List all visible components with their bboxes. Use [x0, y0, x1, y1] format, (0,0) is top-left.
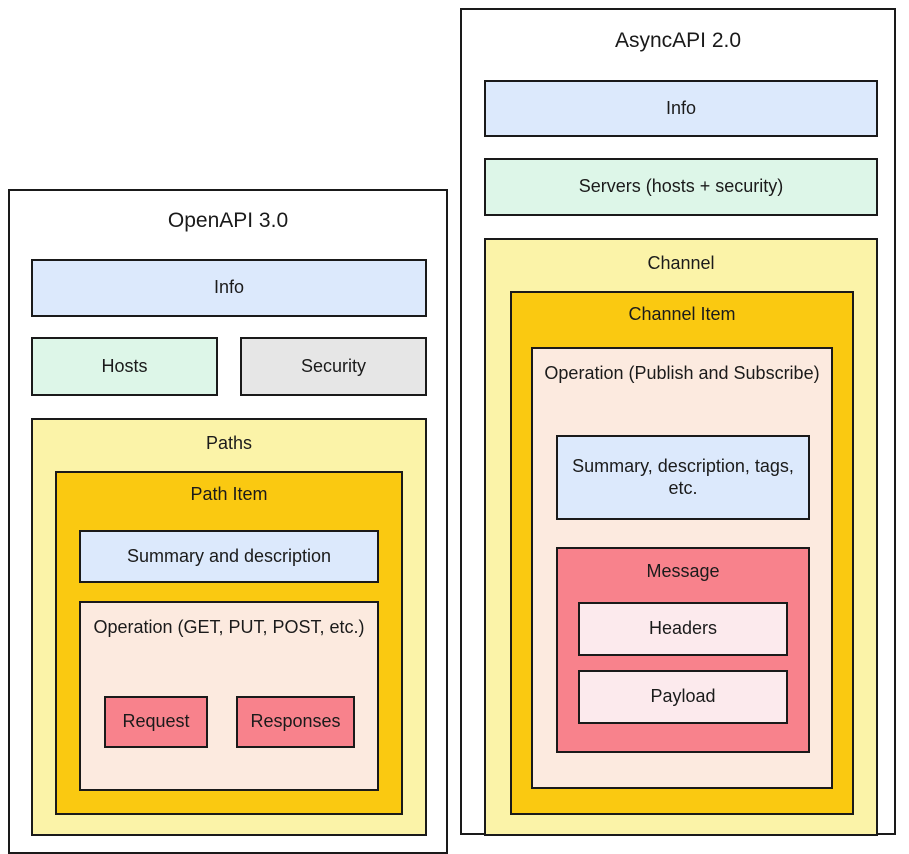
openapi-info-label: Info	[213, 277, 245, 298]
openapi-security-label: Security	[300, 355, 367, 376]
openapi-info-block: Info	[31, 259, 427, 317]
openapi-summary-block: Summary and description	[79, 530, 379, 583]
openapi-summary-label: Summary and description	[126, 545, 332, 566]
asyncapi-payload-label: Payload	[650, 686, 716, 707]
openapi-responses-label: Responses	[250, 711, 341, 732]
openapi-path-item-label: Path Item	[190, 484, 268, 504]
asyncapi-summary-block: Summary, description, tags, etc.	[556, 435, 810, 520]
asyncapi-info-block: Info	[484, 80, 878, 137]
openapi-request-block: Request	[104, 696, 208, 748]
openapi-security-block: Security	[240, 337, 427, 396]
openapi-request-label: Request	[122, 711, 190, 732]
openapi-responses-block: Responses	[236, 696, 355, 748]
asyncapi-panel-title: AsyncAPI 2.0	[614, 29, 742, 52]
openapi-panel-title: OpenAPI 3.0	[167, 209, 289, 232]
asyncapi-summary-label: Summary, description, tags, etc.	[572, 455, 794, 498]
asyncapi-channel-item-label: Channel Item	[628, 304, 736, 324]
openapi-paths-label: Paths	[205, 433, 253, 453]
asyncapi-info-label: Info	[665, 97, 697, 118]
asyncapi-servers-label: Servers (hosts + security)	[578, 176, 784, 197]
asyncapi-payload-block: Payload	[578, 670, 788, 724]
asyncapi-operation-label: Operation (Publish and Subscribe)	[544, 363, 820, 383]
openapi-hosts-block: Hosts	[31, 337, 218, 396]
asyncapi-servers-block: Servers (hosts + security)	[484, 158, 878, 216]
asyncapi-headers-label: Headers	[648, 618, 718, 639]
asyncapi-message-label: Message	[646, 561, 720, 581]
openapi-operation-label: Operation (GET, PUT, POST, etc.)	[93, 617, 365, 637]
openapi-hosts-label: Hosts	[101, 355, 148, 376]
asyncapi-headers-block: Headers	[578, 602, 788, 656]
asyncapi-channel-label: Channel	[647, 253, 715, 273]
